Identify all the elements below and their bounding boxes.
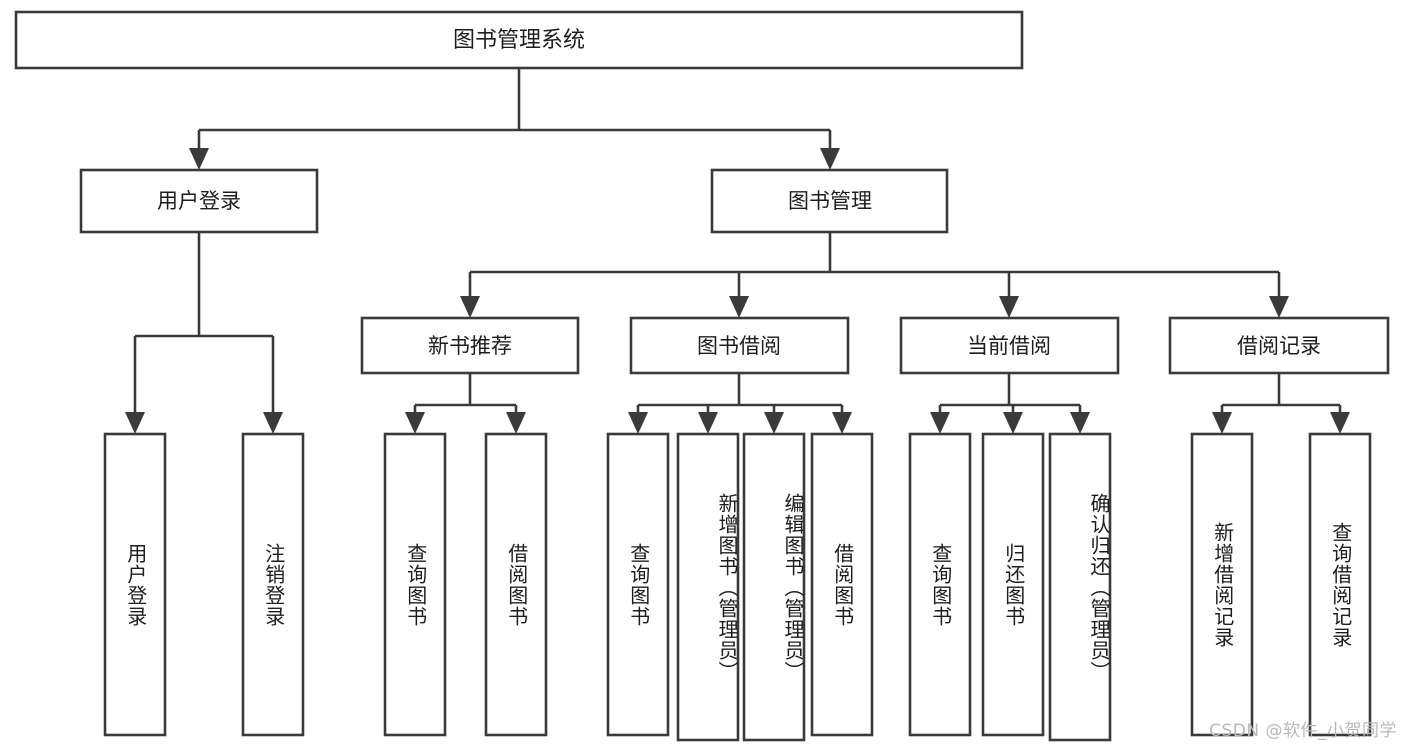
arrow-icon-to-leaf-newbook-borrow — [506, 412, 526, 434]
watermark: CSDN @软件_小贺同学 — [1209, 721, 1397, 741]
node-label-book-borrow: 图书借阅 — [697, 334, 781, 358]
leaf-box-borrow-edit-book-admin[interactable] — [742, 432, 806, 742]
node-label-new-book-recommend: 新书推荐 — [428, 334, 512, 358]
arrow-icon-to-records — [1269, 296, 1289, 318]
leaf-box-logout[interactable] — [241, 432, 305, 737]
node-box-book-borrow[interactable] — [629, 316, 850, 375]
leaf-box-records-query-record[interactable] — [1308, 432, 1372, 737]
arrow-icon-to-leaf-newbook-query — [405, 412, 425, 434]
leaf-box-borrow-query-books[interactable] — [606, 432, 670, 737]
arrow-icon-to-leaf-records-query — [1330, 412, 1350, 434]
leaf-box-records-add-record[interactable] — [1190, 432, 1254, 737]
leaf-box-newbook-query-books[interactable] — [383, 432, 447, 737]
node-box-new-book-recommend[interactable] — [360, 316, 580, 375]
arrow-icon-to-leaf-current-confirm — [1070, 412, 1090, 434]
arrow-icon-to-leaf-borrow-query — [628, 412, 648, 434]
arrow-icon-to-leaf-records-add — [1212, 412, 1232, 434]
node-layer: 图书管理系统 用户登录 图书管理 新书推荐 图书借阅 当前借阅 借阅记录 — [14, 10, 1390, 742]
node-box-user-login[interactable] — [79, 168, 319, 234]
node-box-borrow-records[interactable] — [1168, 316, 1390, 375]
arrow-icon-to-book-mgmt — [820, 148, 840, 170]
arrow-icon-to-leaf-current-query — [930, 412, 950, 434]
arrow-icon-to-leaf-borrow-borrow — [832, 412, 852, 434]
leaf-box-current-confirm-return-admin[interactable] — [1048, 432, 1112, 742]
node-label-user-login: 用户登录 — [157, 189, 241, 213]
arrowhead-layer — [125, 148, 1350, 434]
arrow-icon-to-leaf-logout — [263, 412, 283, 434]
node-box-root[interactable] — [14, 10, 1024, 70]
arrow-icon-to-current — [999, 296, 1019, 318]
node-label-root: 图书管理系统 — [453, 28, 585, 53]
arrow-icon-to-leaf-user-login — [125, 412, 145, 434]
leaf-box-borrow-add-book-admin[interactable] — [676, 432, 740, 742]
arrow-icon-to-user-login — [189, 148, 209, 170]
arrow-icon-to-borrow — [729, 296, 749, 318]
leaf-box-current-return-books[interactable] — [981, 432, 1045, 737]
leaf-box-newbook-borrow-books[interactable] — [484, 432, 548, 737]
arrow-icon-to-leaf-borrow-edit — [764, 412, 784, 434]
leaf-box-borrow-borrow-books[interactable] — [810, 432, 874, 737]
node-label-borrow-records: 借阅记录 — [1237, 334, 1321, 358]
leaf-box-current-query-books[interactable] — [908, 432, 972, 737]
arrow-icon-to-leaf-borrow-add — [698, 412, 718, 434]
node-label-current-borrow: 当前借阅 — [967, 334, 1051, 358]
node-box-book-management[interactable] — [710, 168, 949, 234]
node-box-current-borrow[interactable] — [899, 316, 1120, 375]
arrow-icon-to-new-book — [460, 296, 480, 318]
arrow-icon-to-leaf-current-return — [1003, 412, 1023, 434]
leaf-box-user-login[interactable] — [103, 432, 167, 737]
node-label-book-management: 图书管理 — [788, 189, 872, 213]
